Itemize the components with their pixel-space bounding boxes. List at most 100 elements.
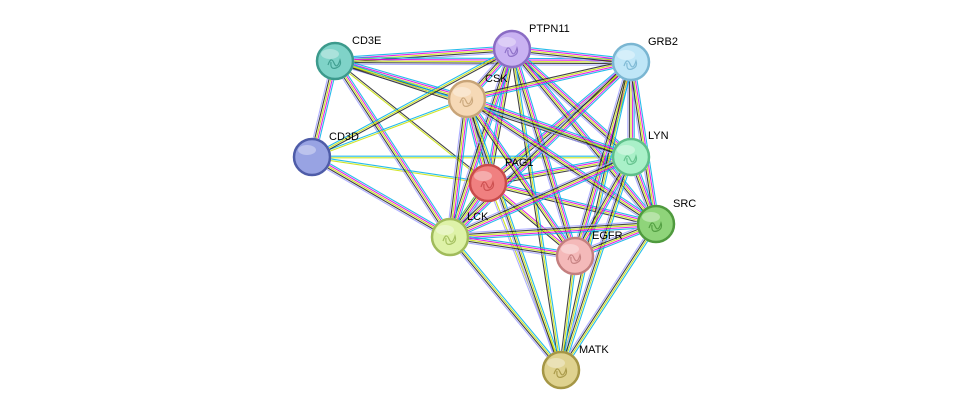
edge-evidence-textmining [511,48,632,63]
node-cd3e-circle[interactable] [315,41,355,81]
edge-evidence-known_db [562,225,659,372]
node-lyn[interactable]: LYN [611,130,669,177]
edge-grb2-csk[interactable] [466,59,632,102]
edge-evidence-coexpression [510,49,656,226]
edge-ptpn11-src[interactable] [509,46,659,227]
edge-cd3d-lyn[interactable] [312,155,631,159]
node-csk[interactable]: CSK [447,73,509,119]
edge-evidence-textmining [487,183,656,226]
edge-evidence-known_exp [632,61,659,224]
node-cd3d[interactable]: CD3D [292,131,360,177]
edge-evidence-known_db [633,61,660,224]
node-pag1[interactable]: PAG1 [468,157,534,203]
edge-evidence-known_db [451,159,633,241]
edge-evidence-textmining [511,48,632,158]
node-lck[interactable]: LCK [430,211,490,257]
node-ptpn11-circle[interactable] [492,29,532,69]
edge-evidence-coexpression [572,61,630,256]
protein-structure-icon [567,253,582,264]
edge-evidence-known_db [468,98,564,370]
edge-evidence-known_db [468,95,659,222]
edge-cd3e-csk[interactable] [333,57,469,103]
edge-evidence-textmining [561,157,633,371]
edge-evidence-coexpression [511,50,631,65]
node-src-circle[interactable] [636,204,676,244]
edge-evidence-known_db [467,95,633,155]
node-lyn-circle[interactable] [611,137,651,177]
node-grb2[interactable]: GRB2 [611,36,678,82]
edge-evidence-known_db [450,226,657,241]
edge-lyn-lck[interactable] [448,153,633,241]
edge-src-lck[interactable] [449,220,657,241]
edge-evidence-known_exp [512,46,632,61]
edge-src-matk[interactable] [558,222,659,372]
node-highlight [474,171,492,181]
edge-evidence-known_db [337,58,454,236]
edge-evidence-homology [448,153,630,235]
edge-evidence-homology [571,60,629,256]
edge-evidence-known_exp [450,157,632,239]
protein-structure-icon [442,234,457,245]
node-src[interactable]: SRC [636,198,697,244]
protein-structure-icon [623,59,638,70]
edge-evidence-coexpression [449,238,575,259]
edge-evidence-textmining [466,60,631,99]
edge-evidence-homology [511,51,631,66]
node-src-label: SRC [673,198,696,210]
edge-evidence-coexpression [559,156,631,370]
edge-cd3d-lck[interactable] [310,153,452,241]
node-cd3d-circle[interactable] [292,137,332,177]
edge-evidence-known_exp [450,225,657,240]
edge-evidence-coexpression [466,99,631,160]
edge-evidence-homology [465,101,631,161]
edge-cd3d-csk[interactable] [311,97,468,159]
edge-evidence-coexpression [487,184,656,227]
node-pag1-label: PAG1 [505,157,534,169]
edge-ptpn11-grb2[interactable] [511,45,632,66]
edge-evidence-homology [449,239,575,260]
edge-evidence-homology [558,156,630,370]
edge-evidence-known_db [488,180,657,223]
edge-cd3e-lck[interactable] [331,58,454,240]
edge-lck-matk[interactable] [447,235,564,372]
edge-evidence-coexpression [466,59,631,98]
node-matk[interactable]: MATK [541,344,610,390]
node-highlight [321,49,339,59]
edge-csk-src[interactable] [464,95,659,228]
edge-lck-egfr[interactable] [449,233,576,260]
node-grb2-circle[interactable] [611,42,651,82]
protein-structure-icon [480,180,495,191]
node-cd3d-label: CD3D [329,131,359,143]
edge-ptpn11-matk[interactable] [509,48,564,371]
node-egfr-label: EGFR [592,230,623,242]
node-csk-circle[interactable] [447,79,487,119]
edge-evidence-textmining [334,60,632,63]
node-matk-circle[interactable] [541,350,581,390]
node-lck-circle[interactable] [430,217,470,257]
edge-evidence-known_db [310,47,512,157]
edge-evidence-coexpression [333,61,450,239]
edge-cd3d-ptpn11[interactable] [310,47,514,159]
node-pag1-circle[interactable] [468,163,508,203]
edge-evidence-known_exp [335,59,452,237]
protein-structure-icon [459,96,474,107]
node-ptpn11[interactable]: PTPN11 [492,23,570,69]
edge-layer [308,45,660,372]
edge-evidence-homology [333,63,467,103]
edge-pag1-src[interactable] [487,180,657,227]
protein-structure-icon [648,221,663,232]
edge-evidence-known_exp [467,62,632,101]
node-egfr[interactable]: EGFR [555,230,623,276]
node-highlight [498,37,516,47]
edge-evidence-homology [509,50,654,227]
edge-evidence-textmining [449,223,657,238]
edge-evidence-coexpression [448,237,561,371]
node-cd3e[interactable]: CD3E [315,35,382,81]
edge-evidence-coexpression [509,49,560,371]
edge-lyn-matk[interactable] [558,156,634,371]
edge-csk-lck[interactable] [446,98,471,238]
edge-csk-lyn[interactable] [465,95,633,161]
node-egfr-circle[interactable] [555,236,595,276]
edge-evidence-coexpression [447,98,466,237]
edge-evidence-textmining [466,98,657,225]
